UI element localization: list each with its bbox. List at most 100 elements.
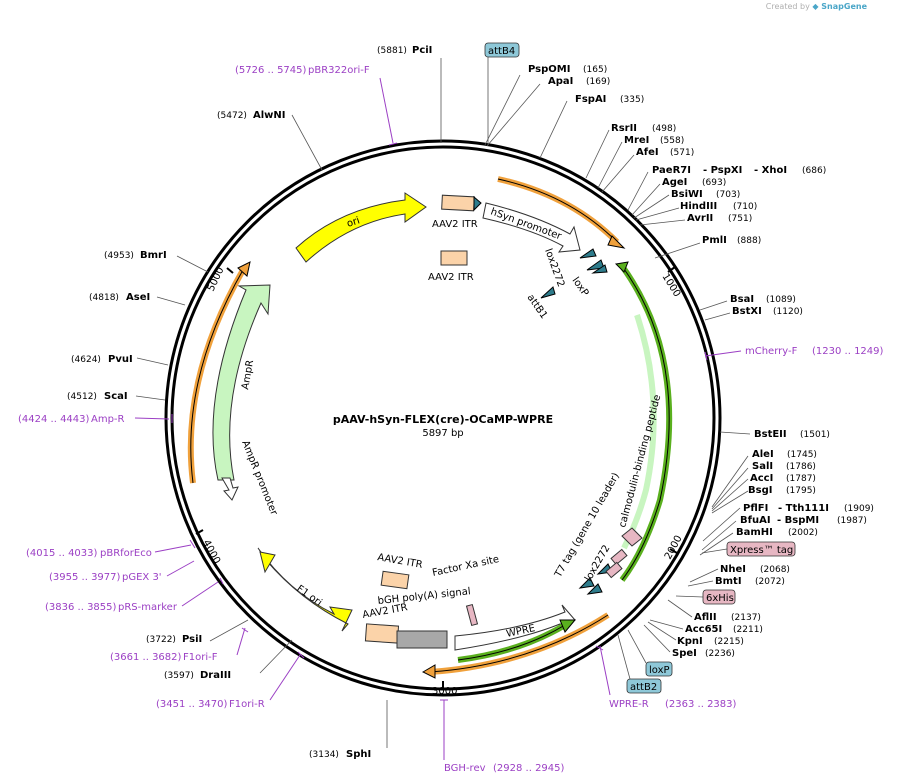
enzyme-PspOMI: PspOMI xyxy=(528,64,570,75)
primer-F1ori-R: F1ori-R xyxy=(229,699,265,710)
hsyn-promoter-arrow xyxy=(482,202,581,253)
credit-prefix: Created by xyxy=(765,2,810,11)
pos-AfeI: (571) xyxy=(670,148,694,158)
enzyme-PmlI: PmlI xyxy=(702,235,727,246)
enzyme-PspXI: - PspXI xyxy=(703,165,742,176)
pos-AleI: (1745) xyxy=(787,450,817,460)
primer-range-mCherry-F: (1230 .. 1249) xyxy=(812,346,884,357)
ampr-arrow xyxy=(212,284,271,481)
enzyme-BspMI: - BspMI xyxy=(777,515,819,526)
factor-xa-marker xyxy=(465,603,479,627)
aav2-itr-label-3: AAV2 ITR xyxy=(376,552,423,571)
aav2-itr-label-1: AAV2 ITR xyxy=(432,219,478,230)
factor-xa-label: Factor Xa site xyxy=(431,554,500,579)
pos-BsaI: (1089) xyxy=(766,295,796,305)
enzyme-ApaI: ApaI xyxy=(548,76,573,87)
primer-range-pBRforEco: (4015 .. 4033) xyxy=(26,548,98,559)
lox2272-label-1: lox2272 xyxy=(542,247,566,288)
enzyme-XhoI: - XhoI xyxy=(754,165,787,176)
loxp-inner-label: loxP xyxy=(570,275,591,298)
boxed-features: attB4 Xpress™ tag 6xHis loxP attB2 xyxy=(484,42,796,694)
tick-4000: 4000 xyxy=(200,538,222,566)
pos-FspAI: (335) xyxy=(620,95,644,105)
attb2-box xyxy=(626,678,662,694)
enzyme-BstXI: BstXI xyxy=(732,306,762,317)
primer-range-WPRE-R: (2363 .. 2383) xyxy=(665,699,737,710)
enzyme-HindIII: HindIII xyxy=(680,201,717,212)
orange-arc-top-core xyxy=(497,178,618,243)
backbone-outer xyxy=(164,139,722,697)
primer-labels: (5726 .. 5745) pBR322ori-F mCherry-F (12… xyxy=(18,65,884,774)
enzyme-FspAI: FspAI xyxy=(575,94,606,105)
enzyme-AflII: AflII xyxy=(694,612,717,623)
pos-AseI: (4818) xyxy=(89,293,119,303)
loxp-marker-1 xyxy=(586,259,605,271)
primer-mCherry-F: mCherry-F xyxy=(745,346,798,357)
loxp-box xyxy=(645,661,673,677)
enzyme-AvrII: AvrII xyxy=(687,213,713,224)
ori-arrow xyxy=(295,192,427,263)
loxp-box-label: loxP xyxy=(649,665,670,676)
primer-pBRforEco: pBRforEco xyxy=(100,548,152,559)
enzyme-BfuAI: BfuAI xyxy=(740,515,771,526)
his-box xyxy=(702,589,736,605)
orange-arc-bottom-core xyxy=(429,614,609,673)
pos-ScaI: (4512) xyxy=(67,392,97,402)
pos-BmrI: (4953) xyxy=(104,251,134,261)
enzyme-SpeI: SpeI xyxy=(672,648,697,659)
primer-F1ori-F: F1ori-F xyxy=(183,652,218,663)
primer-range-BGH-rev: (2928 .. 2945) xyxy=(493,763,565,774)
pos-BmtI: (2072) xyxy=(755,577,785,587)
primer-range-pBR322ori-F: (5726 .. 5745) xyxy=(235,65,307,76)
ori-label: ori xyxy=(346,215,362,229)
xpress-box xyxy=(726,541,796,557)
pos-AlwNI: (5472) xyxy=(217,111,247,121)
attb4-label: attB4 xyxy=(488,46,515,57)
enzyme-BsgI: BsgI xyxy=(748,485,772,496)
pos-ApaI: (169) xyxy=(586,77,610,87)
lox2272-marker xyxy=(579,248,597,259)
pos-DraIII: (3597) xyxy=(164,671,194,681)
ampr-promoter-label: AmpR promoter xyxy=(239,439,279,518)
wpre-label: WPRE xyxy=(505,623,536,640)
orange-arc-bottom-head xyxy=(421,664,436,679)
primer-WPRE-R: WPRE-R xyxy=(609,699,649,710)
pos-AgeI: (693) xyxy=(702,178,726,188)
orange-arc-top-head xyxy=(607,235,626,249)
pos-SalI: (1786) xyxy=(786,462,816,472)
enzyme-AccI: AccI xyxy=(750,473,773,484)
t7-tag-label: T7 tag (gene 10 leader) xyxy=(553,471,622,580)
aav2-itr-second xyxy=(440,250,468,266)
plasmid-size: 5897 bp xyxy=(422,428,463,439)
enzyme-PsiI: PsiI xyxy=(182,634,202,645)
plasmid-name: pAAV-hSyn-FLEX(cre)-OCaMP-WPRE xyxy=(333,413,553,426)
primer-pBR322ori-F: pBR322ori-F xyxy=(308,65,370,76)
tick-3000: 3000 xyxy=(432,686,457,697)
ampr-label: AmpR xyxy=(240,359,256,390)
enzyme-RsrII: RsrII xyxy=(611,123,637,134)
f1-ori-arrow xyxy=(257,547,353,632)
enzyme-BmtI: BmtI xyxy=(715,576,742,587)
enzyme-KpnI: KpnI xyxy=(677,636,703,647)
pos-BsiWI: (703) xyxy=(716,190,740,200)
xpress-marker xyxy=(610,548,628,566)
primer-pGEX3: pGEX 3' xyxy=(122,572,162,583)
pos-SphI: (3134) xyxy=(309,750,339,760)
pos-PciI: (5881) xyxy=(377,46,407,56)
aav2-itr-bottom xyxy=(364,623,400,644)
bgh-label: bGH poly(A) signal xyxy=(377,586,471,607)
pos-BspMI: (1987) xyxy=(837,516,867,526)
bgh-polya-box xyxy=(396,630,448,649)
pos-PvuI: (4624) xyxy=(71,355,101,365)
pos-Tth111I: (1909) xyxy=(844,504,874,514)
pos-AvrII: (751) xyxy=(728,214,752,224)
enzyme-AgeI: AgeI xyxy=(662,177,687,188)
enzyme-BamHI: BamHI xyxy=(736,527,773,538)
calmodulin-arc xyxy=(621,314,657,550)
f1-ori-head xyxy=(259,551,276,574)
enzyme-Tth111I: - Tth111I xyxy=(778,503,829,514)
pos-BstEII: (1501) xyxy=(800,430,830,440)
enzyme-BsiWI: BsiWI xyxy=(671,189,703,200)
enzyme-AlwNI: AlwNI xyxy=(253,110,286,121)
